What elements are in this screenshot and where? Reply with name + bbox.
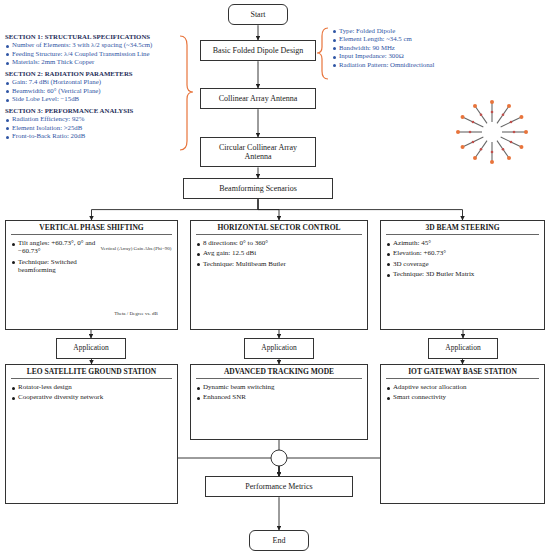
plot-title: Vertical (Array) Gain Abs (Phi=90): [90, 246, 182, 252]
node-label: Collinear Array Antenna: [219, 94, 298, 103]
spec-item: Element Length: ~34.5 cm: [332, 35, 467, 43]
bullet-text: Azimuth: 45°: [386, 239, 483, 247]
bullet-text: Smart connectivity: [386, 393, 539, 401]
bullet-text: Tilt angles: +60.73°, 0° and −60.73°: [11, 239, 96, 256]
spec-item: Feeding Structure: λ/4 Coupled Transmiss…: [5, 50, 177, 58]
application-panel: LEO SATELLITE GROUND STATION Rotator-less…: [5, 364, 178, 504]
spec-list: SECTION 1: STRUCTURAL SPECIFICATIONSNumb…: [5, 33, 177, 141]
spec-item: Front-to-Back Ratio: 20dB: [5, 132, 177, 140]
dipole-spec-list: Type: Folded DipoleElement Length: ~34.5…: [332, 27, 467, 69]
scenario-box: 3D BEAM STEERING Azimuth: 45° Elevation: +…: [380, 220, 545, 330]
section-heading: SECTION 2: RADIATION PARAMETERS: [5, 70, 177, 78]
spec-item: Gain: 7.4 dBi (Horizontal Plane): [5, 78, 177, 86]
flow-arrow: [92, 199, 259, 220]
node-label: Start: [250, 10, 265, 19]
panel-heading: HORIZONTAL SECTOR CONTROL: [196, 223, 362, 235]
end-terminal: End: [249, 530, 309, 551]
panel-heading: LEO SATELLITE GROUND STATION: [11, 367, 172, 379]
process-box: Performance Metrics: [205, 476, 353, 497]
bullet-text: Elevation: +60.73°: [386, 249, 483, 257]
node-label: Application: [261, 344, 296, 353]
flow-arrow: [258, 167, 259, 178]
right-bracket: [317, 28, 328, 79]
process-box: Circular Collinear Array Antenna: [200, 137, 316, 167]
circular-array-illustration: [456, 100, 528, 164]
spec-item: Beamwidth: 60° (Vertical Plane): [5, 87, 177, 95]
bullet-text: Adaptive sector allocation: [386, 383, 539, 391]
node-label: Application: [445, 344, 480, 353]
flow-arrow: [279, 330, 280, 338]
application-box: Application: [244, 338, 314, 359]
section-heading: SECTION 3: PERFORMANCE ANALYSIS: [5, 107, 177, 115]
panel-heading: IOT GATEWAY BASE STATION: [386, 367, 539, 379]
bullet-text: 8 directions: 0° to 360°: [196, 239, 305, 247]
plot-label: Theta / Degree vs. dB: [90, 311, 182, 317]
flow-arrow: [178, 458, 279, 476]
flow-arrow: [258, 61, 259, 88]
spec-item: Side Lobe Level: −15dB: [5, 95, 177, 103]
flow-arrow: [463, 330, 464, 338]
flow-arrow: [258, 25, 259, 40]
left-bracket: [180, 36, 193, 150]
process-box: Basic Folded Dipole Design: [200, 40, 316, 61]
process-box: Beamforming Scenarios: [183, 178, 333, 199]
panel-heading: VERTICAL PHASE SHIFTING: [11, 223, 172, 235]
application-box: Application: [56, 338, 126, 359]
application-panel: IOT GATEWAY BASE STATION Adaptive sector …: [380, 364, 545, 504]
panel-heading: 3D BEAM STEERING: [386, 223, 539, 235]
panel-heading: ADVANCED TRACKING MODE: [196, 367, 362, 379]
spec-item: Bandwidth: 90 MHz: [332, 44, 467, 52]
flow-arrow: [279, 497, 280, 530]
node-label: Performance Metrics: [245, 482, 312, 491]
node-label: Circular Collinear Array Antenna: [207, 143, 309, 161]
spec-item: Number of Elements: 3 with λ/2 spacing (…: [5, 41, 177, 49]
flow-arrow: [258, 199, 463, 220]
plot-label: Vertical (Array) Gain Abs (Phi=90): [90, 246, 182, 252]
bullet-text: Enhanced SNR: [196, 393, 362, 401]
spec-item: Materials: 2mm Thick Copper: [5, 58, 177, 66]
spec-item: Type: Folded Dipole: [332, 27, 467, 35]
bullet-text: Rotator-less design: [11, 383, 172, 391]
node-label: Application: [73, 344, 108, 353]
junction-circle: [271, 450, 287, 466]
scenario-box: HORIZONTAL SECTOR CONTROL 8 directions: 0…: [190, 220, 368, 330]
spec-item: Element Isolation: >25dB: [5, 124, 177, 132]
bullet-text: Technique: Switched beamforming: [11, 258, 96, 275]
node-label: Basic Folded Dipole Design: [213, 46, 303, 55]
flow-arrow: [258, 109, 259, 137]
flow-arrow: [91, 330, 92, 338]
bullet-text: Avg gain: 12.5 dBi: [196, 249, 305, 257]
spec-item: Input Impedance: 300Ω: [332, 52, 467, 60]
flow-arrow: [279, 458, 380, 476]
spec-item: Radiation Pattern: Omnidirectional: [332, 61, 467, 69]
start-terminal: Start: [228, 4, 288, 25]
application-panel: ADVANCED TRACKING MODE Dynamic beam switc…: [190, 364, 368, 440]
node-label: Beamforming Scenarios: [219, 184, 297, 193]
section-heading: SECTION 1: STRUCTURAL SPECIFICATIONS: [5, 33, 177, 41]
bullet-text: Technique: Multibeam Butler: [196, 260, 305, 268]
plot-axis-label: Theta / Degree vs. dB: [90, 311, 182, 317]
bullet-text: 3D coverage: [386, 260, 483, 268]
node-label: End: [273, 536, 286, 545]
bullet-text: Cooperative diversity network: [11, 393, 172, 401]
spec-item: Radiation Efficiency: 92%: [5, 115, 177, 123]
bullet-text: Technique: 3D Butler Matrix: [386, 270, 483, 278]
process-box: Collinear Array Antenna: [200, 88, 316, 109]
bullet-text: Dynamic beam switching: [196, 383, 362, 391]
application-box: Application: [428, 338, 498, 359]
